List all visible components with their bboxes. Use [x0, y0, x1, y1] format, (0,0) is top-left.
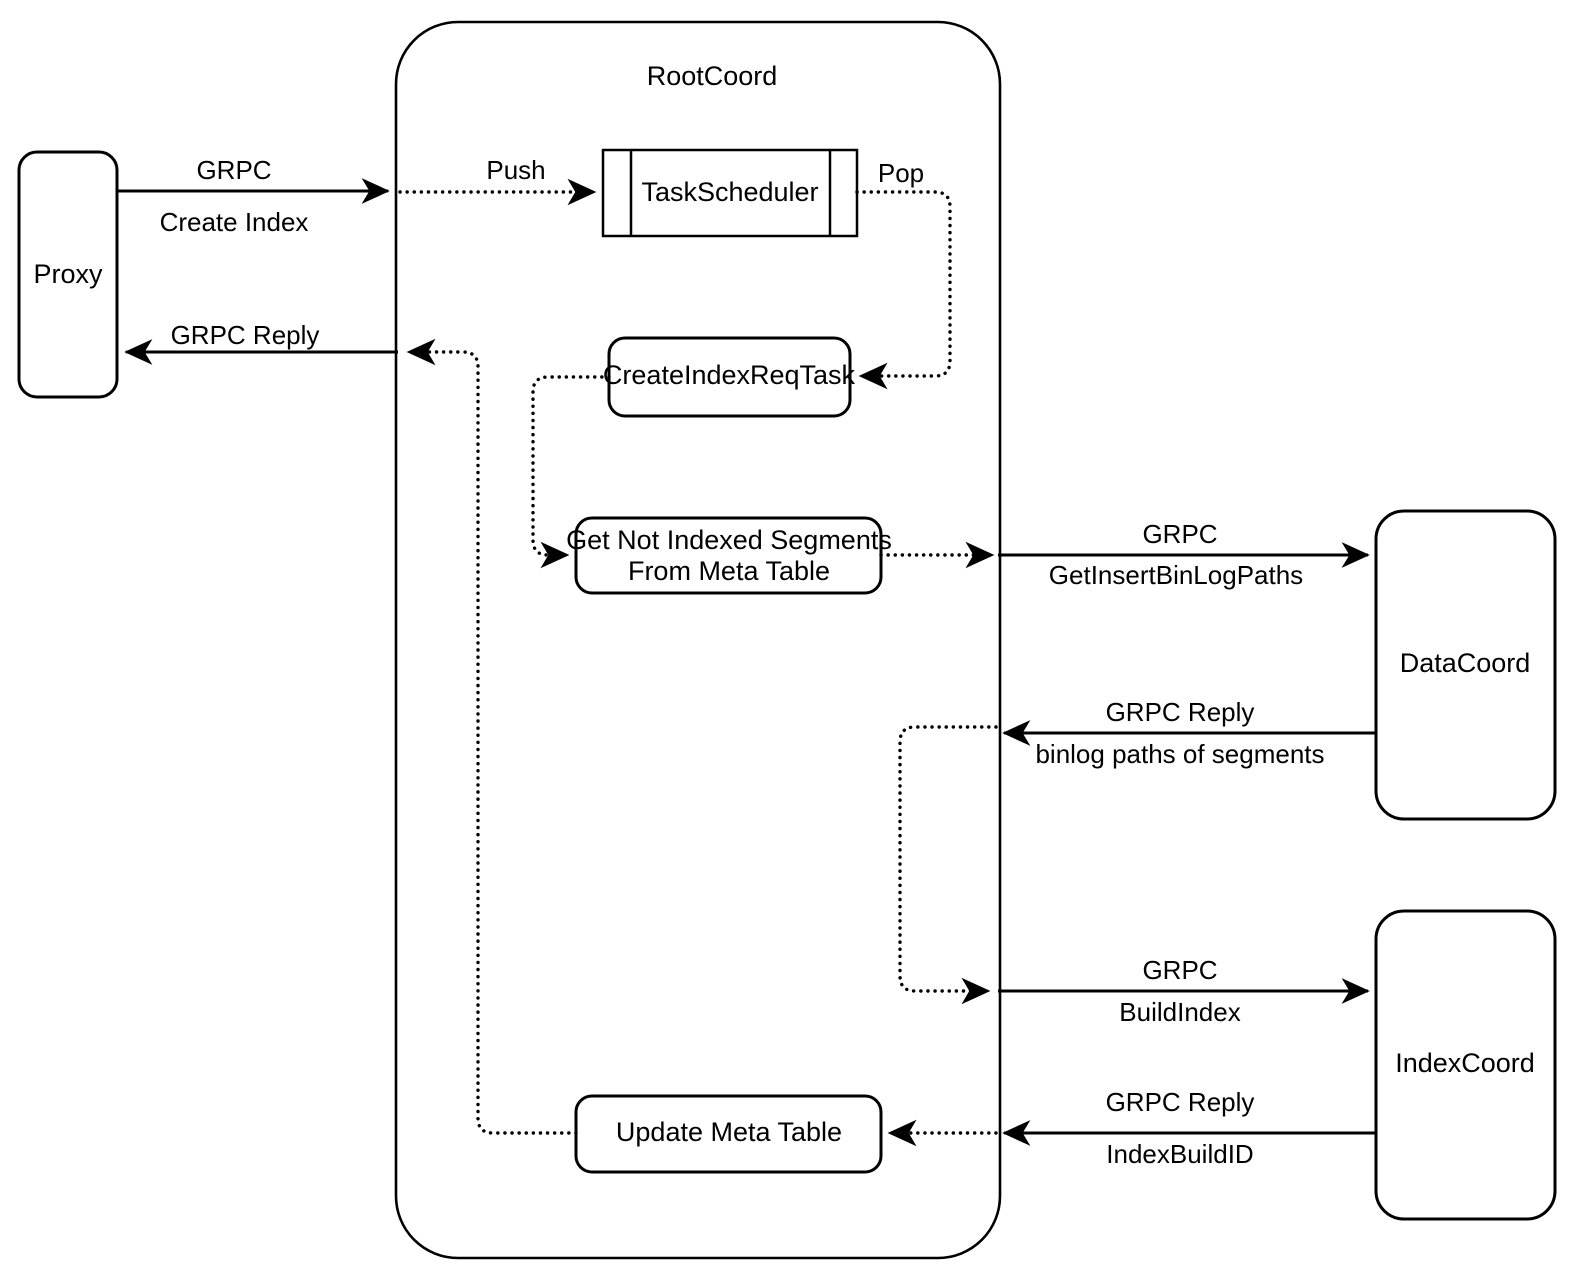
- edge-rootcoord-to-indexcoord: GRPC BuildIndex: [998, 955, 1370, 1027]
- task-scheduler-label: TaskScheduler: [641, 177, 818, 207]
- indexcoord-label: IndexCoord: [1395, 1048, 1535, 1078]
- get-not-indexed-segments-label-line1: Get Not Indexed Segments: [566, 525, 892, 555]
- edge-proxy-to-rootcoord-label-top: GRPC: [196, 155, 271, 185]
- node-get-not-indexed-segments[interactable]: Get Not Indexed Segments From Meta Table: [566, 516, 892, 595]
- edge-update-meta-table-to-reply-line: [406, 338, 578, 1135]
- edge-rootcoord-to-datacoord: GRPC GetInsertBinLogPaths: [998, 519, 1370, 590]
- proxy-box[interactable]: [17, 150, 119, 399]
- rootcoord-label: RootCoord: [647, 61, 778, 91]
- edge-rootcoord-to-proxy-label-top: GRPC Reply: [171, 320, 320, 350]
- edge-datacoord-to-rootcoord-label-bottom: binlog paths of segments: [1035, 739, 1324, 769]
- node-datacoord[interactable]: DataCoord: [1374, 509, 1557, 821]
- get-not-indexed-segments-label-line2: From Meta Table: [628, 556, 830, 586]
- edge-rootcoord-to-indexcoord-label-top: GRPC: [1142, 955, 1217, 985]
- edge-rootcoord-to-datacoord-label-bottom: GetInsertBinLogPaths: [1049, 560, 1303, 590]
- task-scheduler-box[interactable]: [601, 148, 859, 238]
- rootcoord-boundary: [394, 20, 1002, 1260]
- edge-indexcoord-to-rootcoord-label-top: GRPC Reply: [1106, 1087, 1255, 1117]
- node-proxy[interactable]: Proxy: [17, 150, 119, 399]
- edge-indexcoord-to-rootcoord-label-bottom: IndexBuildID: [1106, 1139, 1253, 1169]
- edge-pop-line: [855, 190, 952, 390]
- proxy-label: Proxy: [33, 259, 103, 289]
- node-update-meta-table[interactable]: Update Meta Table: [574, 1094, 883, 1174]
- edge-proxy-to-rootcoord-label-bottom: Create Index: [160, 207, 309, 237]
- container-rootcoord: RootCoord: [394, 20, 1002, 1260]
- edge-push: Push: [398, 155, 597, 206]
- indexcoord-box[interactable]: [1374, 909, 1557, 1221]
- edge-datacoord-to-rootcoord: GRPC Reply binlog paths of segments: [1002, 697, 1376, 769]
- node-task-scheduler[interactable]: TaskScheduler: [601, 148, 859, 238]
- edge-update-meta-table-to-reply: [406, 338, 578, 1135]
- node-indexcoord[interactable]: IndexCoord: [1374, 909, 1557, 1221]
- edge-pop: Pop: [855, 158, 952, 390]
- edge-rootcoord-to-proxy: GRPC Reply: [124, 320, 398, 365]
- datacoord-box[interactable]: [1374, 509, 1557, 821]
- edge-proxy-to-rootcoord: GRPC Create Index: [117, 155, 390, 237]
- create-index-req-task-label: CreateIndexReqTask: [603, 360, 856, 390]
- edge-binlog-reply-to-buildindex: [898, 725, 998, 1005]
- edge-rootcoord-to-datacoord-label-top: GRPC: [1142, 519, 1217, 549]
- update-meta-table-label: Update Meta Table: [616, 1117, 842, 1147]
- edge-push-label: Push: [486, 155, 545, 185]
- edge-pop-label: Pop: [878, 158, 924, 188]
- node-create-index-req-task[interactable]: CreateIndexReqTask: [603, 336, 856, 418]
- datacoord-label: DataCoord: [1400, 648, 1531, 678]
- edge-datacoord-to-rootcoord-label-top: GRPC Reply: [1106, 697, 1255, 727]
- edge-indexcoord-to-rootcoord: GRPC Reply IndexBuildID: [1002, 1087, 1376, 1169]
- edge-rootcoord-to-indexcoord-label-bottom: BuildIndex: [1119, 997, 1240, 1027]
- edge-binlog-reply-to-buildindex-line: [898, 725, 998, 1005]
